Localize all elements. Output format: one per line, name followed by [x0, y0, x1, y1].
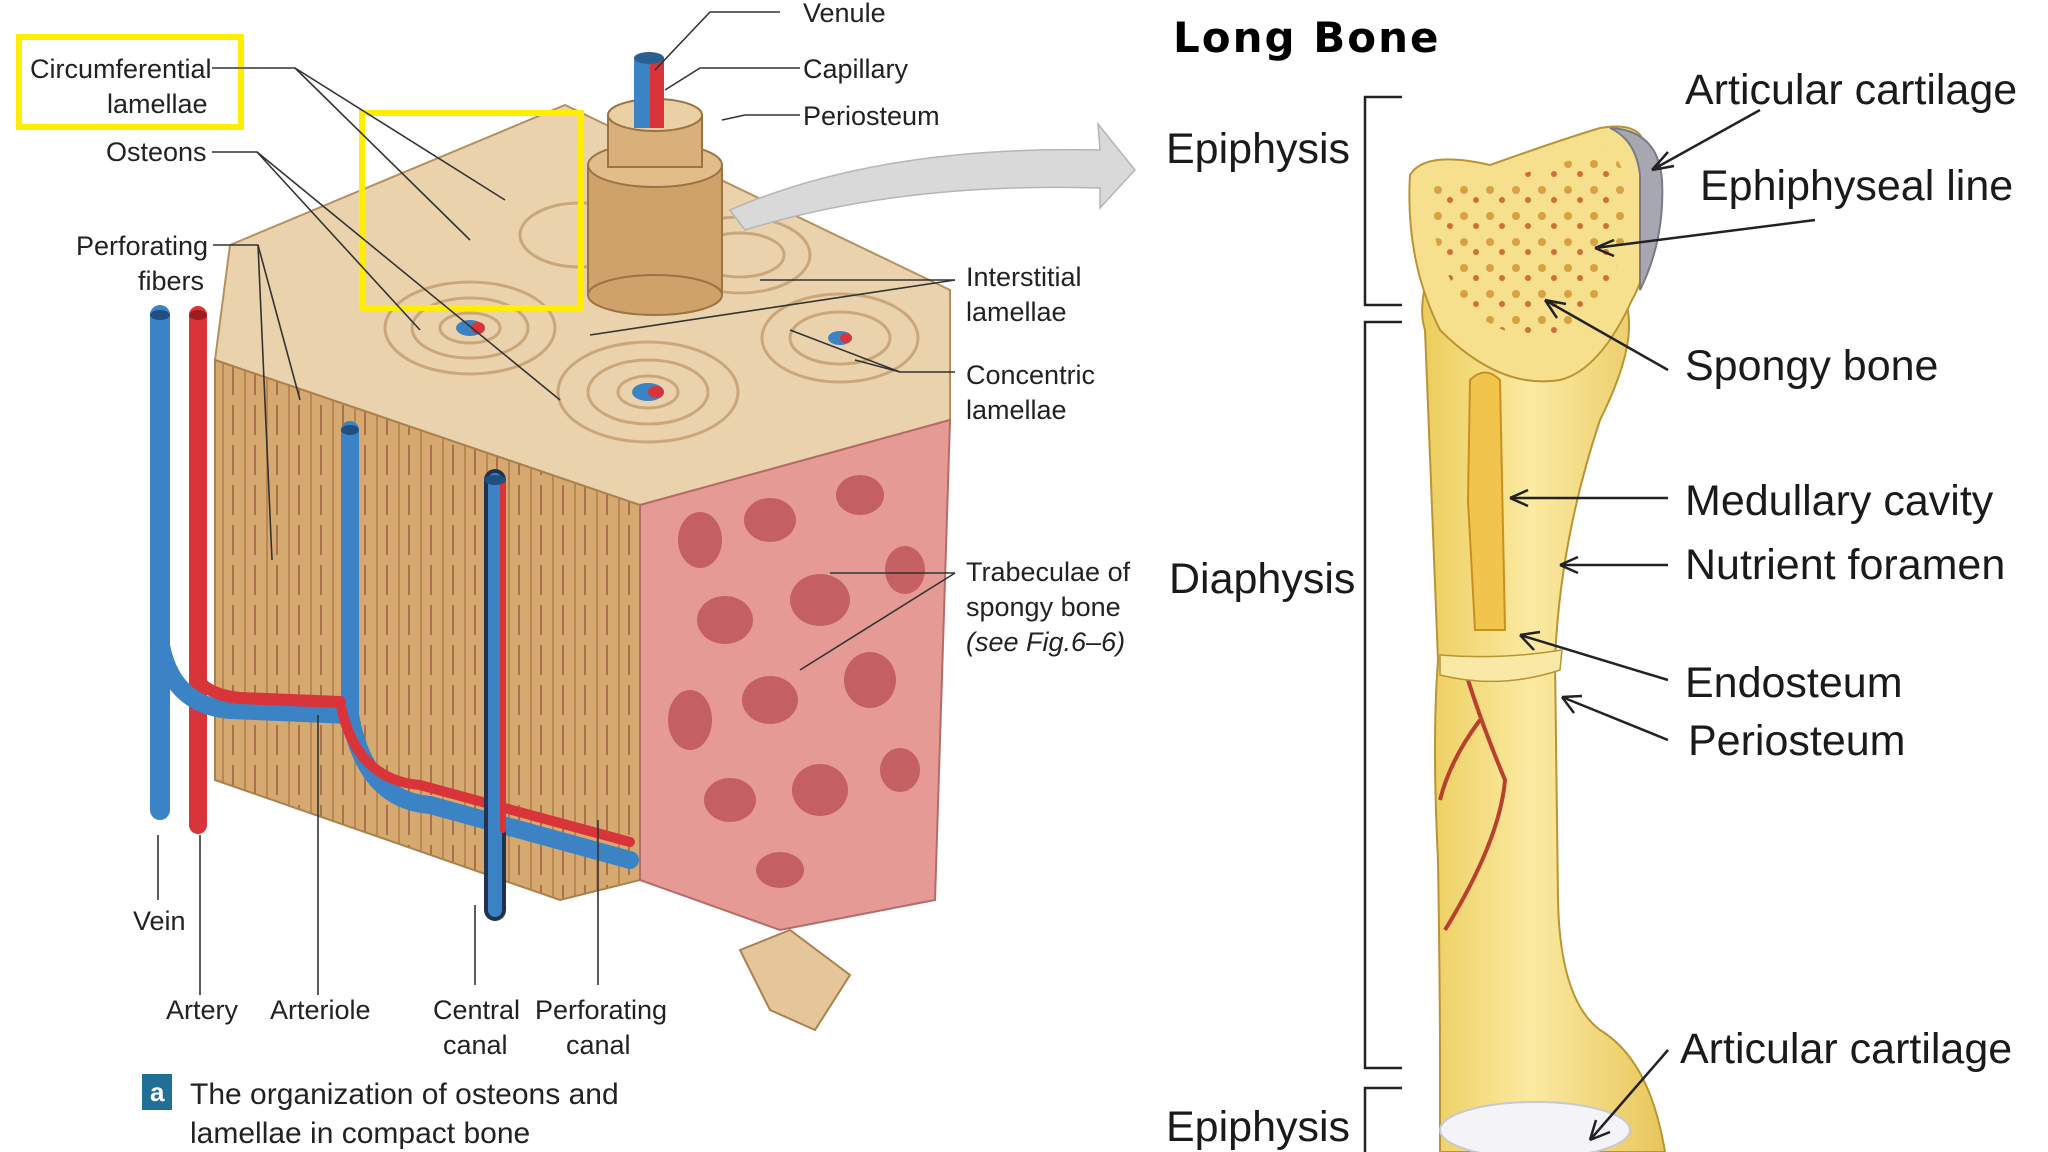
label-diaphysis: Diaphysis [1169, 555, 1355, 603]
label-spongy-bone: Spongy bone [1685, 342, 1938, 390]
label-trabeculae-3: (see Fig.6–6) [966, 627, 1125, 657]
label-central-canal-1: Central [433, 995, 520, 1025]
label-circumferential-lamellae-1: Circumferential [30, 54, 212, 84]
caption-line-2: lamellae in compact bone [190, 1117, 530, 1150]
leader-lines-left [157, 11, 956, 995]
label-medullary-cavity: Medullary cavity [1685, 477, 1994, 525]
endosteum-band [1439, 649, 1563, 683]
caption-badge [142, 1074, 172, 1110]
label-concentric-lamellae-2: lamellae [966, 395, 1067, 425]
osteon-cylinder [587, 52, 723, 316]
highlight-box-label [16, 34, 244, 130]
bone-fragment [738, 928, 852, 1032]
label-nutrient-foramen: Nutrient foramen [1685, 541, 2005, 589]
label-articular-cartilage-bottom: Articular cartilage [1680, 1025, 2012, 1073]
nutrient-vessel [1438, 669, 1508, 932]
label-articular-cartilage-top: Articular cartilage [1685, 66, 2017, 114]
label-osteons: Osteons [106, 137, 207, 167]
medullary-cavity-shape [1466, 371, 1507, 631]
label-arteriole: Arteriole [270, 995, 371, 1025]
articular-cartilage-top-shape [1609, 127, 1664, 291]
label-interstitial-lamellae-1: Interstitial [966, 262, 1082, 292]
label-trabeculae-2: spongy bone [966, 592, 1121, 622]
pointer-arrow [728, 121, 1136, 231]
label-trabeculae-1: Trabeculae of [966, 557, 1131, 587]
label-epiphysis-top: Epiphysis [1166, 125, 1350, 173]
highlight-box-region [359, 110, 584, 311]
articular-cartilage-bottom-shape [1439, 1101, 1631, 1152]
region-brackets [1363, 95, 1402, 1152]
label-perforating-fibers-1: Perforating [76, 231, 208, 261]
leader-arrows-right [1509, 108, 1816, 1142]
label-concentric-lamellae-1: Concentric [966, 360, 1095, 390]
right-title: Long Bone [1173, 13, 1440, 62]
label-epiphyseal-line: Ephiphyseal line [1700, 162, 2013, 210]
long-bone-spongy-fill [1430, 150, 1628, 337]
label-endosteum: Endosteum [1685, 659, 1903, 707]
long-bone-illustration [1408, 125, 1667, 1152]
blood-vessels [150, 305, 639, 921]
label-central-canal-2: canal [443, 1030, 508, 1060]
caption-badge-letter: a [150, 1077, 165, 1107]
figure-caption: a The organization of osteons and lamell… [142, 1074, 619, 1150]
label-perforating-canal-2: canal [566, 1030, 631, 1060]
spongy-bone-holes [668, 475, 925, 888]
caption-line-1: The organization of osteons and [190, 1078, 619, 1111]
label-epiphysis-bottom: Epiphysis [1166, 1103, 1350, 1151]
label-vein: Vein [133, 906, 186, 936]
label-periosteum-right: Periosteum [1688, 717, 1905, 765]
label-artery: Artery [166, 995, 239, 1025]
spongy-bone-region [639, 418, 952, 932]
left-labels: Circumferential lamellae Osteons Perfora… [30, 0, 1131, 1060]
label-perforating-canal-1: Perforating [535, 995, 667, 1025]
label-periosteum-left: Periosteum [803, 101, 940, 131]
label-perforating-fibers-2: fibers [138, 266, 204, 296]
right-labels: Epiphysis Diaphysis Epiphysis Articular … [1166, 66, 2017, 1151]
label-circumferential-lamellae-2: lamellae [107, 89, 208, 119]
label-venule: Venule [803, 0, 886, 28]
label-capillary: Capillary [803, 54, 909, 84]
label-interstitial-lamellae-2: lamellae [966, 297, 1067, 327]
